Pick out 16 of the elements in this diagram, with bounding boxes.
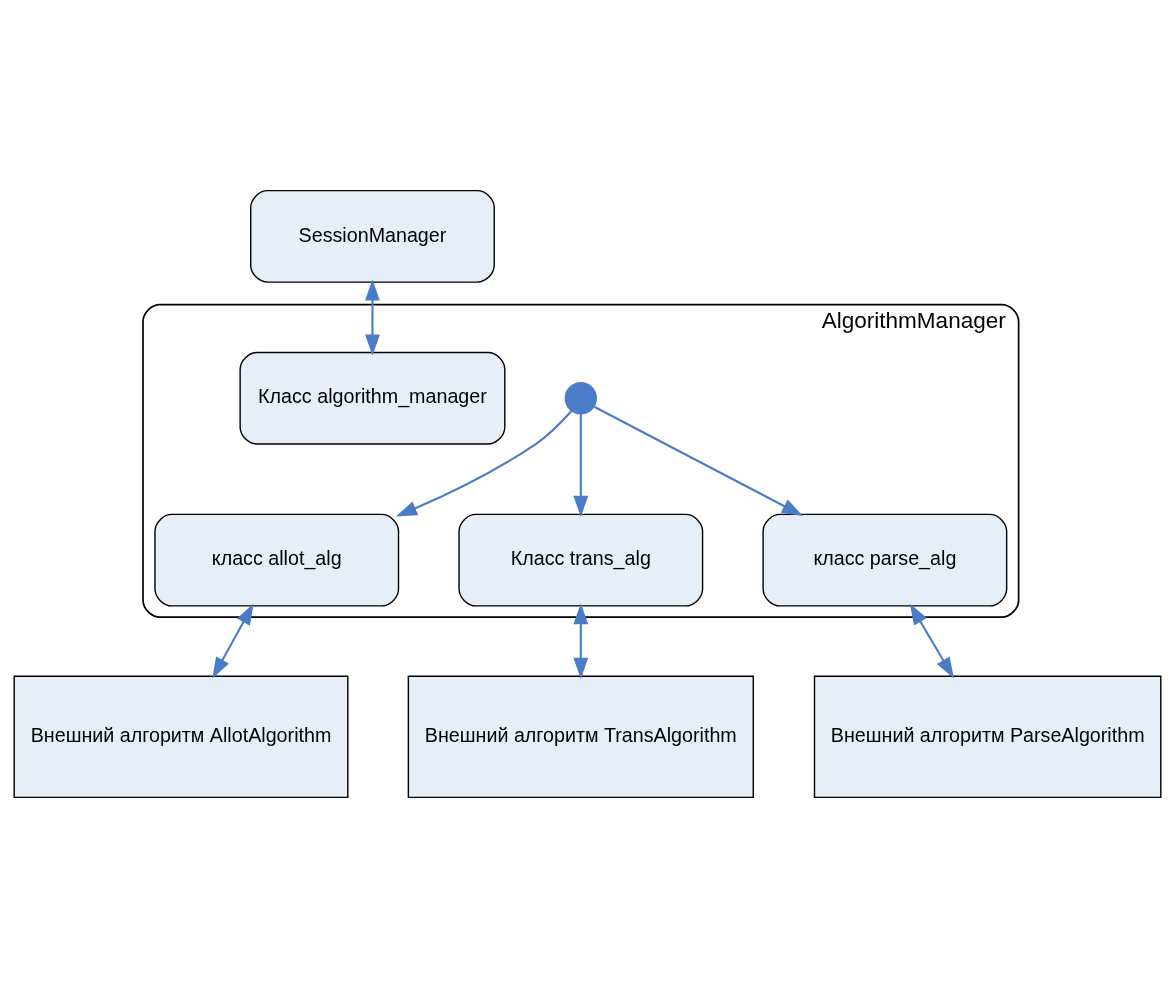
node-box: SessionManager bbox=[250, 189, 495, 283]
node-box: класс parse_alg bbox=[762, 513, 1008, 607]
arrow bbox=[593, 405, 803, 516]
node-box: Внешний алгоритм TransAlgorithm bbox=[407, 675, 754, 798]
arrow bbox=[212, 603, 254, 679]
arrow bbox=[909, 603, 954, 678]
node-box: Класс trans_alg bbox=[458, 513, 704, 607]
arrow bbox=[573, 602, 589, 679]
node-box: класс allot_alg bbox=[154, 513, 400, 607]
node-box: Внешний алгоритм AllotAlgorithm bbox=[13, 675, 349, 798]
node-box: Класс algorithm_manager bbox=[239, 351, 506, 445]
node-circle bbox=[564, 381, 597, 414]
arrow bbox=[573, 413, 589, 517]
node-box: Внешний алгоритм ParseAlgorithm bbox=[813, 675, 1162, 798]
arrow bbox=[395, 409, 573, 517]
arrow bbox=[365, 278, 380, 356]
